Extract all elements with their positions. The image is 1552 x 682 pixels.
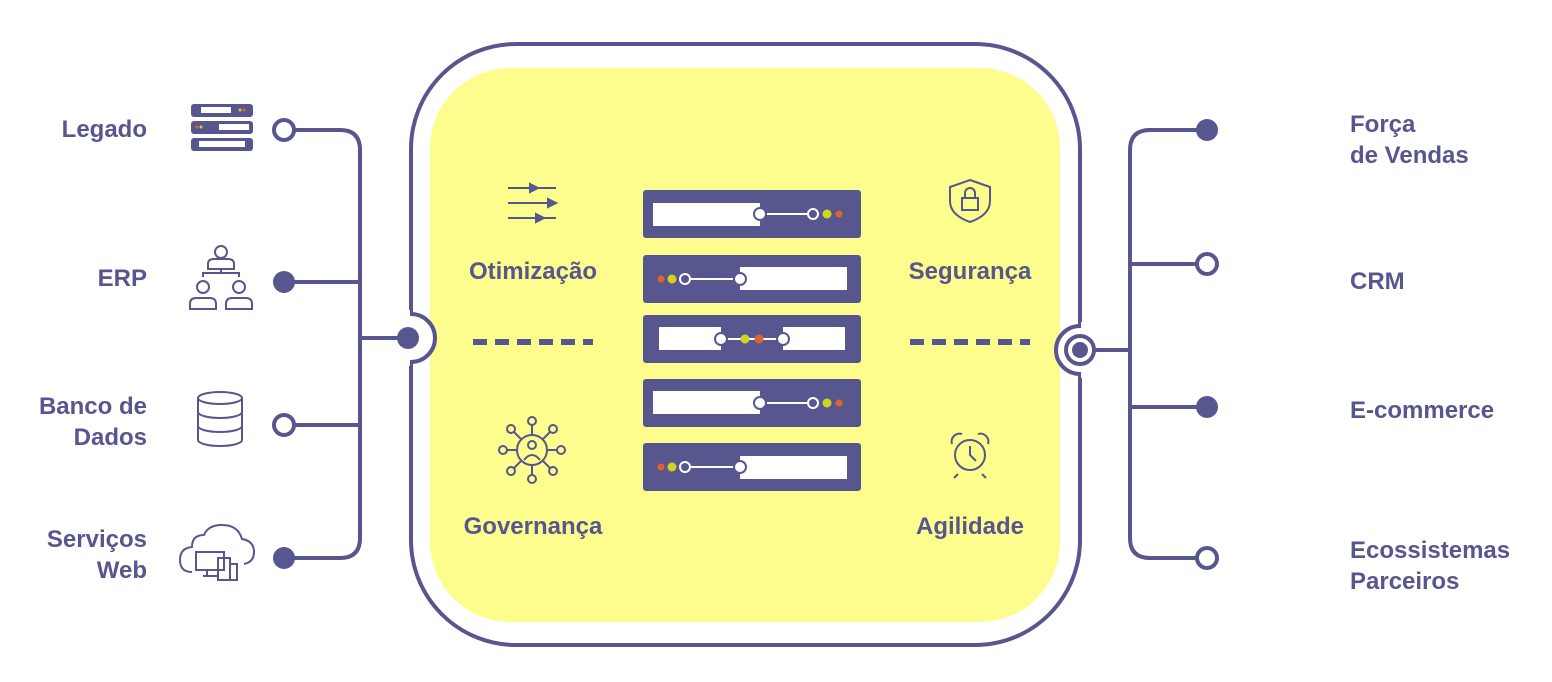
source-label: Serviços (47, 526, 147, 553)
source-label: Legado (62, 116, 147, 143)
target-label: de Vendas (1350, 142, 1469, 169)
feature-label-seguranca: Segurança (909, 258, 1032, 285)
server-stack (643, 190, 861, 491)
feature-label-otimizacao: Otimização (469, 258, 597, 285)
target-label: Força (1350, 111, 1416, 138)
feature-label-governanca: Governança (464, 513, 603, 540)
target-label: E-commerce (1350, 397, 1494, 424)
server-unit (643, 255, 861, 303)
org-chart-icon (189, 245, 253, 310)
server-unit (643, 379, 861, 427)
database-icon (197, 391, 243, 447)
arrows-icon (508, 182, 559, 224)
source-erp: ERP (98, 265, 147, 292)
target-e-commerce: E-commerce (1350, 397, 1494, 424)
target-crm: CRM (1350, 268, 1405, 295)
target-label: Ecossistemas (1350, 537, 1510, 564)
target-forca-de-vendas: Força de Vendas (1350, 111, 1469, 169)
target-label: Parceiros (1350, 568, 1459, 595)
server-unit (643, 190, 861, 238)
core-input-connector (397, 327, 419, 349)
cloud-devices-icon (178, 523, 256, 581)
source-legado: Legado (62, 116, 147, 143)
source-label: ERP (98, 265, 147, 292)
network-person-icon (498, 416, 566, 484)
target-label: CRM (1350, 268, 1405, 295)
source-banco-de-dados: Banco de Dados (39, 393, 147, 451)
source-label: Dados (74, 424, 147, 451)
core-output-connector (1072, 342, 1088, 358)
source-connectors (272, 118, 419, 569)
source-label: Web (97, 557, 147, 584)
alarm-clock-icon (950, 432, 990, 479)
server-rack-icon (191, 104, 253, 151)
target-ecossistemas-parceiros: Ecossistemas Parceiros (1350, 537, 1510, 595)
feature-label-agilidade: Agilidade (916, 513, 1024, 540)
target-connectors (1064, 119, 1219, 570)
server-unit (643, 443, 861, 491)
shield-lock-icon (949, 178, 991, 224)
source-servicos-web: Serviços Web (47, 526, 147, 584)
server-unit (643, 315, 861, 363)
source-label: Banco de (39, 393, 147, 420)
